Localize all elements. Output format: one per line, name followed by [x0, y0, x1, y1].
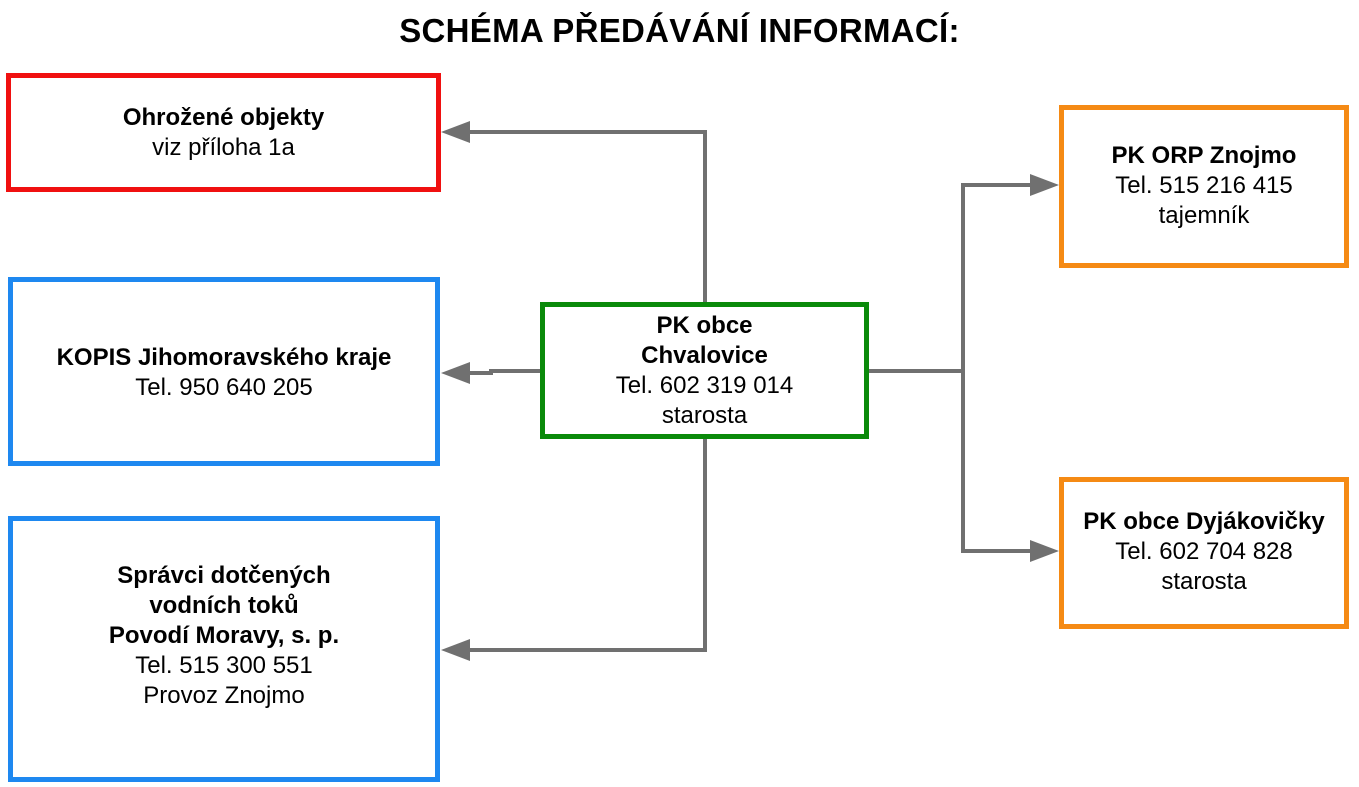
connector-bus-to-orp	[961, 183, 1032, 371]
center-heading-1: PK obce	[656, 311, 753, 339]
managers-heading-2: vodních toků	[149, 592, 299, 619]
dyjakovicky-phone: Tel. 602 704 828	[1115, 538, 1293, 565]
arrowhead-orp	[1030, 174, 1059, 196]
kopis-phone: Tel. 950 640 205	[135, 374, 313, 401]
box-dyjakovicky: PK obce Dyjákovičky Tel. 602 704 828 sta…	[1059, 477, 1349, 629]
managers-organization: Povodí Moravy, s. p.	[108, 622, 340, 649]
box-water-managers: Správci dotčených vodních toků Povodí Mo…	[8, 516, 440, 782]
center-role: starosta	[661, 401, 748, 429]
connector-center-to-managers	[468, 439, 707, 652]
box-orp-znojmo: PK ORP Znojmo Tel. 515 216 415 tajemník	[1059, 105, 1349, 268]
managers-phone: Tel. 515 300 551	[135, 652, 313, 679]
box-threatened-objects: Ohrožené objekty viz příloha 1a	[6, 73, 441, 192]
kopis-heading: KOPIS Jihomoravského kraje	[56, 344, 392, 371]
dyjakovicky-role: starosta	[1161, 568, 1247, 595]
orp-phone: Tel. 515 216 415	[1115, 172, 1293, 199]
managers-branch: Provoz Znojmo	[143, 682, 305, 709]
connector-bus-to-dyjakovicky	[961, 371, 1032, 553]
orp-heading: PK ORP Znojmo	[1111, 142, 1297, 169]
arrowhead-kopis	[441, 362, 470, 384]
dyjakovicky-heading: PK obce Dyjákovičky	[1083, 508, 1325, 535]
managers-heading-1: Správci dotčených	[117, 562, 331, 589]
arrowhead-dyjakovicky	[1030, 540, 1059, 562]
box-center-chvalovice: PK obce Chvalovice Tel. 602 319 014 star…	[540, 302, 869, 439]
arrowhead-threatened	[441, 121, 470, 143]
arrowhead-managers	[441, 639, 470, 661]
threatened-heading: Ohrožené objekty	[122, 103, 325, 131]
diagram-title: SCHÉMA PŘEDÁVÁNÍ INFORMACÍ:	[399, 12, 960, 49]
center-phone: Tel. 602 319 014	[615, 371, 794, 399]
connector-center-to-kopis	[468, 369, 540, 375]
orp-role: tajemník	[1158, 202, 1250, 229]
connector-center-to-threatened	[468, 130, 707, 302]
center-heading-2: Chvalovice	[641, 341, 768, 369]
threatened-note: viz příloha 1a	[152, 133, 295, 161]
box-kopis: KOPIS Jihomoravského kraje Tel. 950 640 …	[8, 277, 440, 466]
